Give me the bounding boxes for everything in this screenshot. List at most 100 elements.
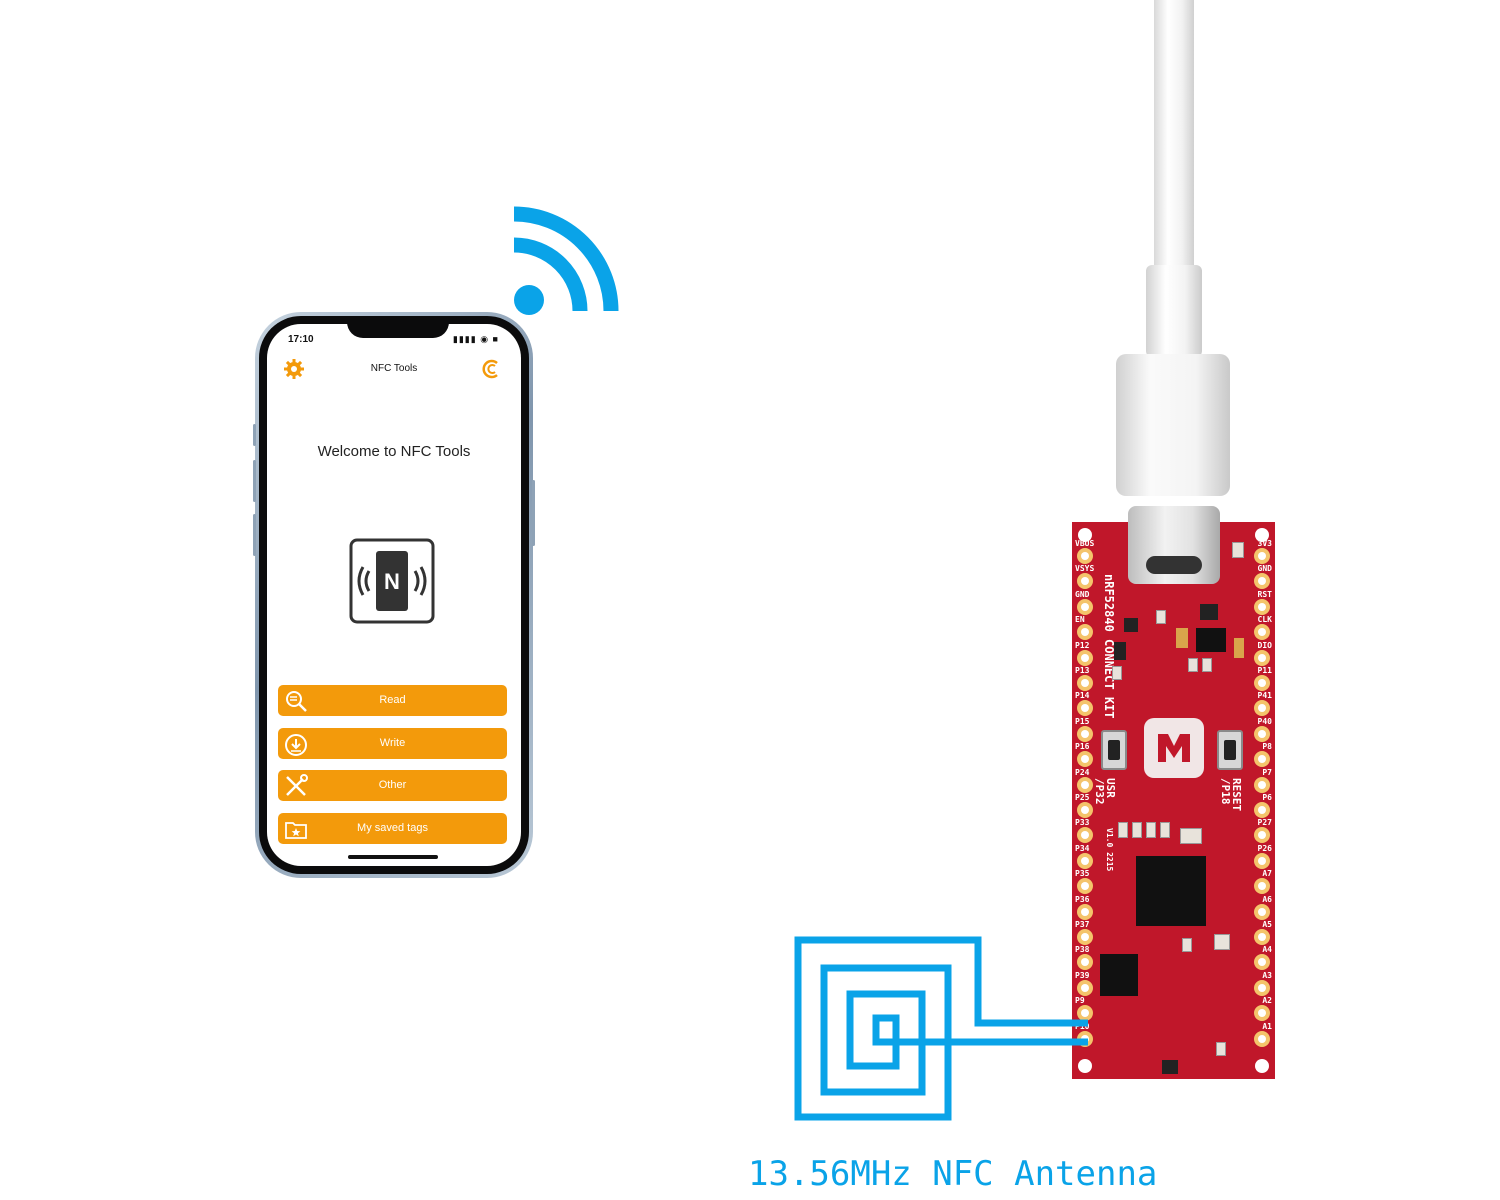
pin-left-2: [1077, 598, 1093, 615]
pin-left-8: [1077, 751, 1093, 768]
regulator-chip: [1196, 628, 1226, 652]
saved-tags-button-label: My saved tags: [357, 822, 428, 834]
write-button-label: Write: [379, 737, 406, 749]
pin-label-right: P7: [1262, 767, 1272, 777]
usb-cable: [1154, 0, 1194, 270]
pin-right-3: [1254, 624, 1270, 641]
usb-cable-strain-relief: [1146, 265, 1202, 357]
pin-left-14: [1077, 903, 1093, 920]
pin-label-left: P9: [1075, 996, 1085, 1006]
pin-left-11: [1077, 827, 1093, 844]
nrf52840-board: nRF52840 CONNECT KIT V1.0 2215 USR /P32 …: [1072, 506, 1275, 1079]
write-button[interactable]: Write: [278, 728, 507, 759]
pin-label-left: P33: [1075, 818, 1090, 828]
reset-button[interactable]: [1217, 730, 1243, 770]
pin-label-right: P11: [1257, 666, 1272, 675]
pin-left-16: [1077, 954, 1093, 971]
pin-label-left: P39: [1075, 970, 1090, 980]
pin-right-4: [1254, 649, 1270, 666]
pin-right-11: [1254, 827, 1270, 844]
pin-left-9: [1077, 776, 1093, 793]
status-icons: ▮▮▮▮ ◉ ■: [452, 334, 499, 344]
pin-left-0: [1077, 548, 1093, 564]
phone-screen: 17:10 ▮▮▮▮ ◉ ■ NFC Tools Welcome to NFC …: [267, 324, 521, 866]
pin-label-right: A4: [1262, 945, 1272, 955]
pin-left-4: [1077, 649, 1093, 666]
pin-label-left: P35: [1075, 869, 1090, 879]
pin-left-18: [1077, 1005, 1093, 1022]
read-button[interactable]: Read: [278, 685, 507, 716]
pin-label-left: VBUS: [1075, 539, 1095, 548]
pin-label-right: P41: [1257, 691, 1272, 701]
usr-button[interactable]: [1101, 730, 1127, 770]
download-icon: [285, 734, 307, 756]
pin-label-left: P14: [1075, 691, 1090, 701]
app-title: NFC Tools: [370, 363, 418, 374]
pin-label-right: A2: [1262, 996, 1272, 1006]
pin-left-6: [1077, 700, 1093, 717]
reset-button-label: RESET /P18: [1219, 778, 1243, 812]
saved-tags-button[interactable]: My saved tags: [278, 813, 507, 844]
pin-right-18: [1254, 1005, 1270, 1022]
usr-button-label: USR /P32: [1093, 778, 1117, 805]
pin-label-left: P36: [1075, 894, 1090, 904]
pin-left-12: [1077, 852, 1093, 869]
pin-label-right: A3: [1262, 970, 1272, 980]
pin-label-left: EN: [1075, 615, 1085, 625]
pin-label-left: P25: [1075, 793, 1090, 802]
other-button[interactable]: Other: [278, 770, 507, 801]
pin-right-1: [1254, 573, 1270, 590]
pin-label-right: P27: [1257, 818, 1272, 828]
pin-right-10: [1254, 802, 1270, 818]
nfc-logo-icon: N: [349, 538, 435, 624]
usb-cable-head: [1116, 354, 1230, 496]
pin-label-left: GND: [1075, 589, 1090, 599]
pin-right-16: [1254, 954, 1270, 971]
pin-label-left: P13: [1075, 666, 1090, 675]
pin-left-10: [1077, 802, 1093, 818]
home-indicator[interactable]: [348, 855, 438, 859]
m-logo-icon: [1158, 734, 1190, 762]
pin-label-right: CLK: [1257, 615, 1272, 625]
pin-label-left: P37: [1075, 920, 1090, 929]
coin-icon[interactable]: [481, 358, 503, 380]
other-button-label: Other: [378, 779, 407, 791]
pin-label-left: P38: [1075, 945, 1090, 955]
board-version: V1.0 2215: [1105, 828, 1114, 872]
pin-left-5: [1077, 675, 1093, 691]
nfc-antenna-coil: [794, 936, 1088, 1121]
pin-label-right: P40: [1257, 716, 1272, 726]
pin-label-left: P15: [1075, 716, 1090, 726]
usb-c-connector: [1128, 506, 1220, 584]
pin-label-right: A6: [1262, 894, 1272, 904]
notch: [347, 316, 449, 338]
nfc-logo-letter: N: [384, 569, 400, 594]
pin-right-13: [1254, 878, 1270, 895]
pin-label-left: P34: [1075, 843, 1090, 853]
pin-label-right: 3V3: [1257, 539, 1272, 548]
pin-label-left: P16: [1075, 742, 1090, 752]
pin-right-5: [1254, 675, 1270, 691]
main-chip: [1136, 856, 1206, 926]
folder-star-icon: [285, 822, 307, 839]
status-time: 17:10: [288, 334, 314, 345]
pin-right-6: [1254, 700, 1270, 717]
gear-icon[interactable]: [283, 358, 305, 380]
tools-icon: [286, 774, 308, 796]
pin-label-right: P8: [1262, 742, 1272, 752]
pin-right-12: [1254, 852, 1270, 869]
read-button-label: Read: [379, 694, 406, 706]
pin-label-left: VSYS: [1075, 564, 1095, 574]
pin-right-17: [1254, 979, 1270, 996]
pin-label-right: A7: [1262, 869, 1272, 879]
pin-left-3: [1077, 624, 1093, 641]
search-icon: [286, 691, 307, 712]
pin-right-8: [1254, 751, 1270, 768]
secondary-chip: [1100, 954, 1138, 996]
pin-left-1: [1077, 573, 1093, 590]
pin-label-right: A1: [1262, 1021, 1272, 1031]
pin-label-left: P24: [1075, 767, 1090, 777]
pin-left-17: [1077, 979, 1093, 996]
pin-label-right: P26: [1257, 843, 1272, 853]
pin-label-right: RST: [1257, 589, 1272, 599]
